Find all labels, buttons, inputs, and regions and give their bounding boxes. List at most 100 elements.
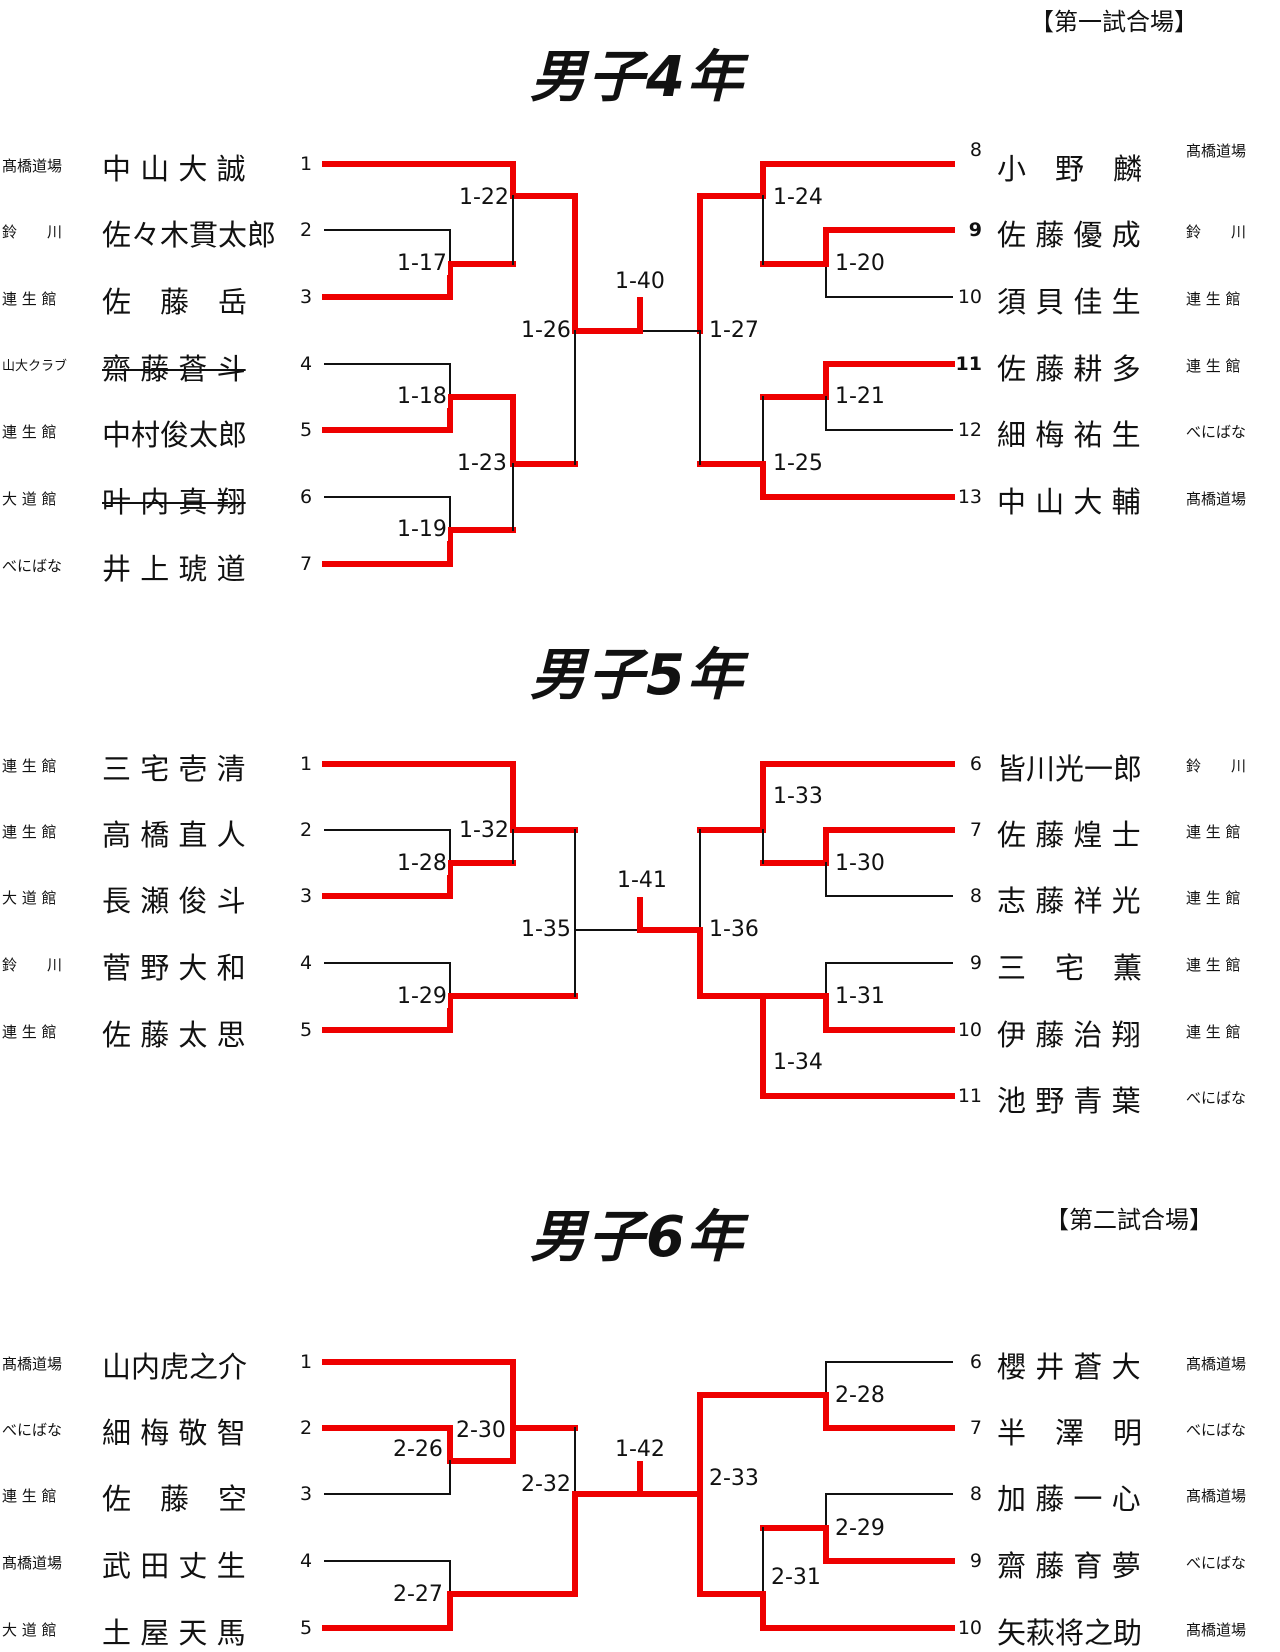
seed-number: 3 bbox=[300, 1483, 313, 1505]
seed-number: 2 bbox=[300, 1417, 313, 1439]
seed-number: 1 bbox=[300, 753, 313, 775]
team-name: 連 生 館 bbox=[2, 290, 57, 308]
bracket-g4-right bbox=[639, 161, 955, 500]
seed-number: 9 bbox=[968, 219, 982, 241]
match-number-final: 1-42 bbox=[614, 1437, 666, 1462]
match-number: 1-28 bbox=[396, 851, 448, 876]
seed-number: 13 bbox=[957, 486, 982, 508]
bracket-g4-left bbox=[322, 161, 643, 567]
match-number: 1-26 bbox=[520, 318, 572, 343]
team-name: 大 道 館 bbox=[2, 1621, 57, 1639]
player-name: 山内虎之介 bbox=[102, 1350, 248, 1384]
match-number: 1-23 bbox=[456, 451, 508, 476]
team-name: べにばな bbox=[1186, 423, 1247, 441]
player-name: 櫻 井 蒼 大 bbox=[997, 1350, 1141, 1384]
seed-number: 6 bbox=[300, 486, 313, 508]
team-name: 鈴 川 bbox=[2, 956, 63, 974]
team-name: べにばな bbox=[1186, 1421, 1247, 1439]
seed-number: 7 bbox=[969, 819, 982, 841]
player-name: 佐 藤 太 思 bbox=[102, 1018, 246, 1052]
team-name: 連 生 館 bbox=[1186, 290, 1241, 308]
seed-number: 6 bbox=[969, 1351, 982, 1373]
player-name: 佐 藤 耕 多 bbox=[997, 352, 1141, 386]
match-number: 1-31 bbox=[834, 984, 886, 1009]
seed-number: 4 bbox=[300, 353, 313, 375]
seed-number: 7 bbox=[300, 553, 313, 575]
seed-number: 8 bbox=[969, 885, 982, 907]
match-number: 1-36 bbox=[708, 917, 760, 942]
player-name: 小 野 麟 bbox=[997, 152, 1143, 186]
player-name: 土 屋 天 馬 bbox=[102, 1616, 246, 1650]
match-number-final: 1-40 bbox=[614, 269, 666, 294]
player-name: 井 上 琥 道 bbox=[102, 552, 246, 586]
player-name: 細 梅 敬 智 bbox=[102, 1416, 246, 1450]
team-name: 髙橋道場 bbox=[1186, 1487, 1247, 1505]
seed-number: 7 bbox=[969, 1417, 982, 1439]
team-name: べにばな bbox=[1186, 1554, 1247, 1572]
bracket-g5-right bbox=[637, 761, 955, 1099]
seed-number: 8 bbox=[969, 1483, 982, 1505]
team-name: 髙橋道場 bbox=[2, 157, 63, 175]
seed-number: 5 bbox=[300, 1617, 313, 1639]
team-name: 髙橋道場 bbox=[2, 1355, 63, 1373]
seed-number: 8 bbox=[969, 139, 982, 161]
match-number: 2-31 bbox=[770, 1565, 822, 1590]
section-title-grade6: 男子6年 bbox=[530, 1205, 745, 1270]
player-name: 半 澤 明 bbox=[997, 1416, 1143, 1450]
team-name: 髙橋道場 bbox=[1186, 1355, 1247, 1373]
team-name: 髙橋道場 bbox=[1186, 490, 1247, 508]
venue-label-1: 【第一試合場】 bbox=[1030, 8, 1198, 36]
seed-number: 12 bbox=[957, 419, 982, 441]
seed-number: 10 bbox=[957, 1617, 982, 1639]
match-number: 2-26 bbox=[392, 1437, 444, 1462]
player-name: 志 藤 祥 光 bbox=[997, 884, 1141, 918]
player-name: 中 山 大 誠 bbox=[102, 152, 246, 186]
match-number: 1-27 bbox=[708, 318, 760, 343]
team-name: 連 生 館 bbox=[2, 423, 57, 441]
seed-number: 3 bbox=[300, 286, 313, 308]
match-number: 1-22 bbox=[458, 185, 510, 210]
seed-number: 10 bbox=[957, 286, 982, 308]
team-name: 連 生 館 bbox=[2, 823, 57, 841]
match-number: 2-30 bbox=[455, 1418, 507, 1443]
seed-number: 6 bbox=[969, 753, 982, 775]
match-number: 2-32 bbox=[520, 1472, 572, 1497]
match-number: 1-19 bbox=[396, 517, 448, 542]
team-name: 髙橋道場 bbox=[1186, 142, 1247, 160]
match-number: 1-25 bbox=[772, 451, 824, 476]
player-name: 武 田 丈 生 bbox=[102, 1549, 246, 1583]
team-name: べにばな bbox=[2, 557, 63, 575]
team-name: 連 生 館 bbox=[2, 1023, 57, 1041]
match-number: 1-21 bbox=[834, 384, 886, 409]
team-name: 山大クラブ bbox=[2, 359, 68, 374]
seed-number: 3 bbox=[300, 885, 313, 907]
team-name: べにばな bbox=[1186, 1089, 1247, 1107]
match-number: 1-24 bbox=[772, 185, 824, 210]
player-name: 佐 藤 優 成 bbox=[997, 218, 1141, 252]
section-title-grade4: 男子4年 bbox=[530, 45, 745, 110]
seed-number: 4 bbox=[300, 1550, 313, 1572]
match-number: 1-30 bbox=[834, 851, 886, 876]
team-name: 連 生 館 bbox=[2, 757, 57, 775]
team-name: べにばな bbox=[2, 1421, 63, 1439]
match-number: 1-34 bbox=[772, 1050, 824, 1075]
player-name: 池 野 青 葉 bbox=[997, 1084, 1141, 1118]
player-name: 長 瀬 俊 斗 bbox=[102, 884, 246, 918]
player-name: 佐々木貫太郎 bbox=[102, 218, 277, 252]
player-name: 加 藤 一 心 bbox=[997, 1482, 1141, 1516]
team-name: 鈴 川 bbox=[1186, 223, 1247, 241]
team-name: 大 道 館 bbox=[2, 889, 57, 907]
team-name: 大 道 館 bbox=[2, 490, 57, 508]
player-name: 皆川光一郎 bbox=[997, 752, 1143, 786]
player-name: 齋 藤 育 夢 bbox=[997, 1549, 1141, 1583]
match-number: 2-28 bbox=[834, 1383, 886, 1408]
player-name: 須 貝 佳 生 bbox=[997, 285, 1141, 319]
match-number: 2-27 bbox=[392, 1582, 444, 1607]
bracket-g6-right bbox=[637, 1361, 955, 1631]
team-name: 連 生 館 bbox=[1186, 1023, 1241, 1041]
seed-number: 11 bbox=[955, 353, 982, 375]
player-name-withdrawn: 齋 藤 蒼 斗 bbox=[102, 352, 246, 386]
team-name: 髙橋道場 bbox=[2, 1554, 63, 1572]
player-name: 伊 藤 治 翔 bbox=[997, 1018, 1141, 1052]
player-name: 中 山 大 輔 bbox=[997, 485, 1141, 519]
